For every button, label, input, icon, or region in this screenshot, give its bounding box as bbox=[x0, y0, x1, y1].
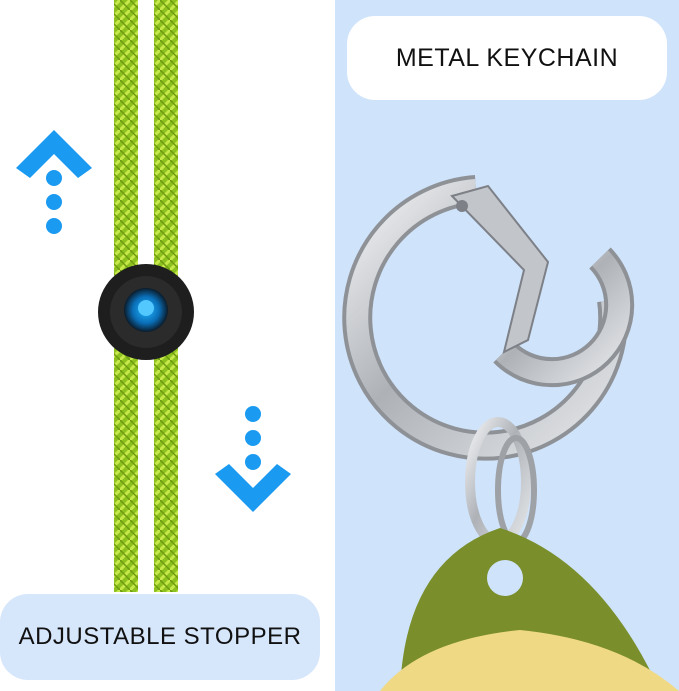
tag-holder bbox=[380, 528, 679, 691]
adjustable-stopper-label: ADJUSTABLE STOPPER bbox=[0, 594, 320, 680]
panel-divider bbox=[333, 0, 335, 691]
metal-keychain-ring bbox=[342, 175, 635, 461]
arrow-down-icon bbox=[215, 406, 291, 512]
arrow-up-icon bbox=[16, 130, 92, 234]
stopper bbox=[98, 264, 194, 360]
metal-keychain-label: METAL KEYCHAIN bbox=[347, 16, 667, 100]
